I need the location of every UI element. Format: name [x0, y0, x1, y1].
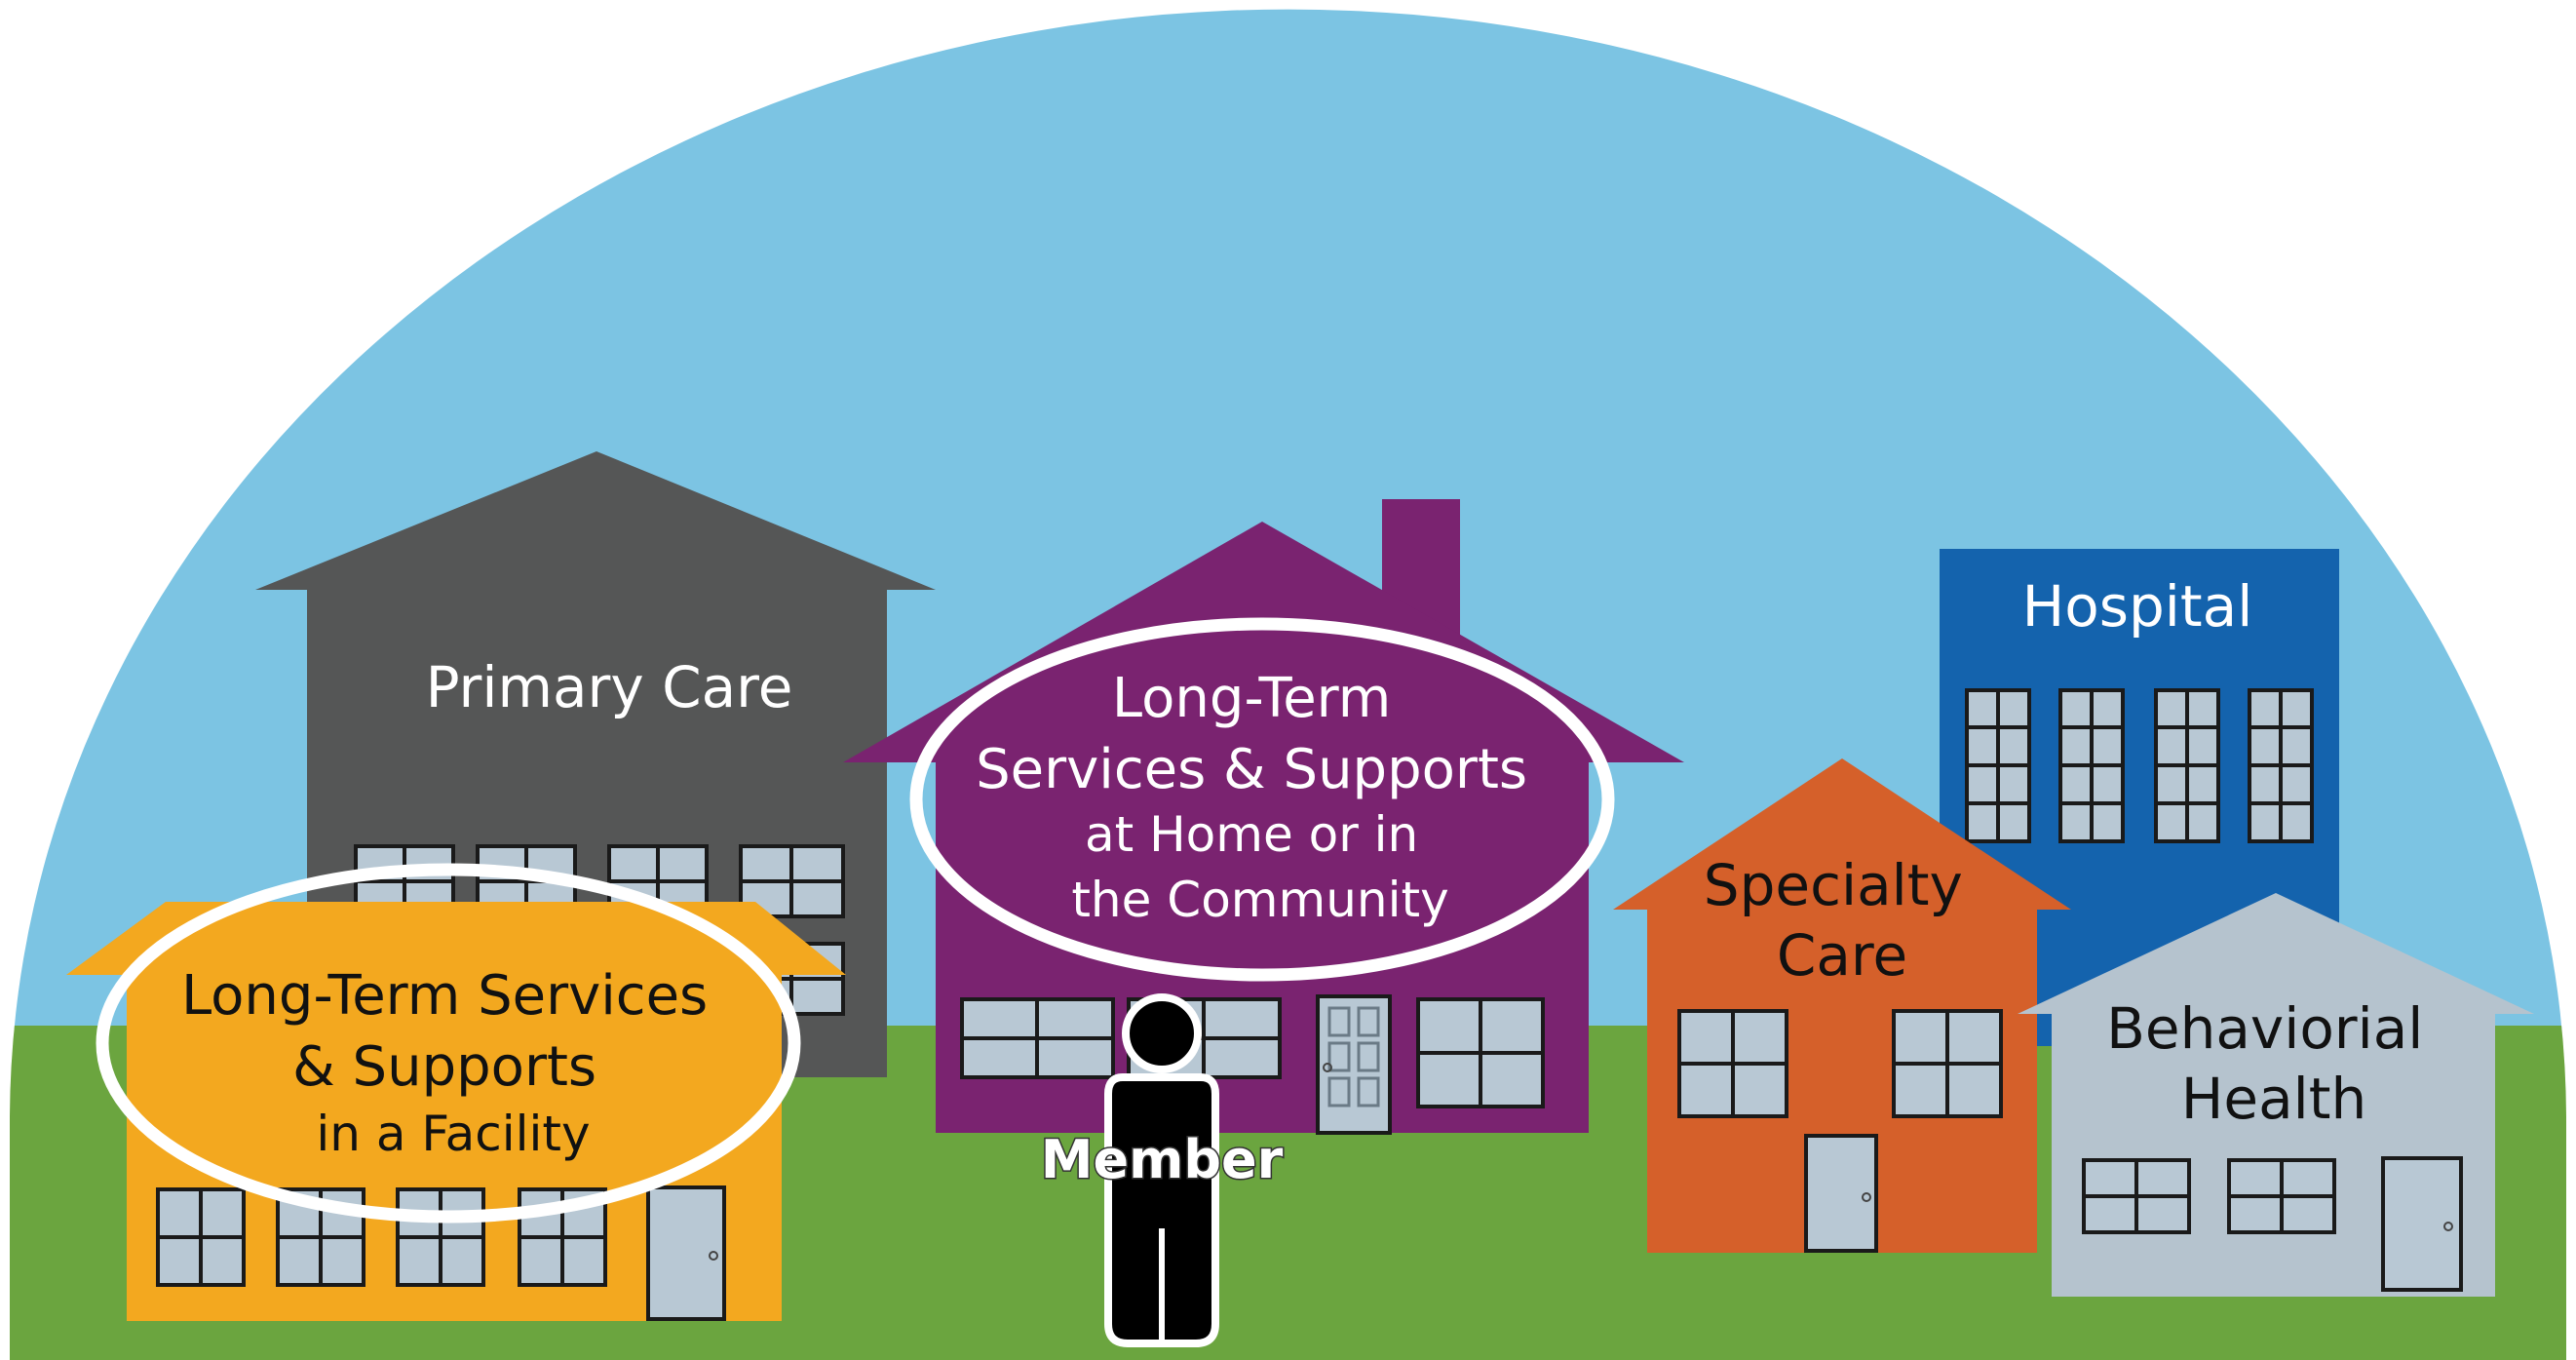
ltss-facility-label-line: in a Facility	[316, 1106, 590, 1162]
window	[2058, 688, 2125, 843]
specialty-care-label-line: Specialty	[1704, 852, 1963, 918]
ltss-home-label-line: the Community	[1071, 872, 1448, 928]
ltss-home-highlight-ring	[909, 617, 1615, 982]
ltss-facility-highlight-ring	[96, 863, 801, 1224]
ltss-facility-label-line: Long-Term Services	[181, 964, 708, 1028]
specialty-care-windows	[1677, 1009, 2003, 1118]
specialty-care-roof	[1613, 758, 2071, 910]
behavioral-health-building: Behaviorial Health	[2018, 893, 2534, 1297]
ltss-home-building: Long-Term Services & Supports at Home or…	[843, 499, 1684, 1135]
ltss-home-roof	[843, 522, 1684, 762]
behavioral-health-label-line: Health	[2181, 1066, 2366, 1132]
member-figure: Member	[1039, 993, 1285, 1347]
ltss-facility-label: Long-Term Services & Supports in a Facil…	[181, 964, 725, 1162]
behavioral-health-label: Behaviorial Health	[2106, 995, 2441, 1132]
behavioral-health-roof	[2018, 893, 2534, 1014]
behavioral-health-label-line: Behaviorial	[2106, 995, 2423, 1062]
ltss-facility-label-line: & Supports	[292, 1035, 596, 1099]
window	[1965, 688, 2031, 843]
ltss-home-door	[1316, 994, 1392, 1135]
window	[2227, 1158, 2336, 1234]
specialty-care-label-line: Care	[1777, 922, 1907, 989]
ltss-home-label-line: Long-Term	[1112, 667, 1391, 730]
ltss-facility-door	[646, 1185, 726, 1321]
ltss-facility-roof	[66, 902, 846, 975]
ltss-facility-windows	[156, 1187, 607, 1287]
behavioral-health-door	[2381, 1156, 2463, 1292]
window	[1677, 1009, 1788, 1118]
window	[156, 1187, 246, 1287]
specialty-care-building: Specialty Care	[1613, 758, 2071, 1253]
member-label: Member	[1041, 1129, 1284, 1190]
hospital-label: Hospital	[2022, 573, 2253, 640]
window	[2154, 688, 2220, 843]
window	[2248, 688, 2314, 843]
specialty-care-door	[1804, 1134, 1878, 1253]
window	[1892, 1009, 2003, 1118]
window	[1416, 997, 1545, 1108]
ltss-facility-building: Long-Term Services & Supports in a Facil…	[66, 863, 846, 1321]
primary-care-label: Primary Care	[426, 654, 793, 720]
person-icon	[1104, 993, 1219, 1347]
ltss-home-label-line: at Home or in	[1085, 806, 1418, 863]
specialty-care-label: Specialty Care	[1704, 852, 1980, 989]
window	[2082, 1158, 2191, 1234]
ltss-home-label: Long-Term Services & Supports at Home or…	[976, 667, 1545, 928]
window	[396, 1187, 485, 1287]
hospital-windows	[1965, 688, 2314, 843]
window	[960, 997, 1115, 1079]
primary-care-roof	[255, 451, 936, 590]
behavioral-health-windows	[2082, 1158, 2336, 1234]
ltss-home-label-line: Services & Supports	[976, 738, 1527, 801]
